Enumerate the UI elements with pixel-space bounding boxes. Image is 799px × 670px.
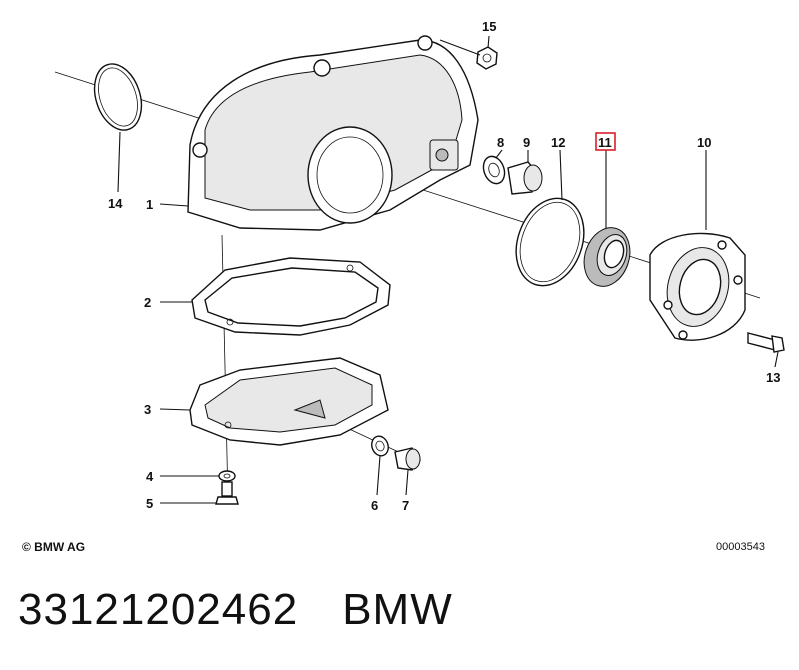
leader-15a	[439, 39, 481, 56]
o-ring-14[interactable]	[87, 58, 150, 136]
brand-name: BMW	[342, 585, 453, 634]
gasket-2[interactable]	[191, 257, 391, 336]
callout-6[interactable]: 6	[371, 498, 378, 513]
copyright-notice: © BMW AG	[22, 540, 86, 554]
document-number: 00003543	[716, 541, 765, 553]
callout-11[interactable]: 11	[598, 135, 612, 150]
washer-8[interactable]	[480, 153, 508, 186]
screw-plug-9[interactable]	[507, 161, 543, 195]
leader-1	[159, 203, 189, 207]
callout-15[interactable]: 15	[482, 19, 496, 34]
nut-15[interactable]	[476, 46, 498, 70]
callout-12[interactable]: 12	[551, 135, 565, 150]
bolt-5[interactable]	[215, 481, 239, 505]
leader-12	[559, 149, 563, 201]
callout-4[interactable]: 4	[146, 469, 154, 484]
washer-4[interactable]	[218, 470, 236, 482]
callout-13[interactable]: 13	[766, 370, 780, 385]
callout-9[interactable]: 9	[523, 135, 530, 150]
callout-2[interactable]: 2	[144, 295, 151, 310]
part-number: 33121202462	[18, 585, 299, 634]
callout-10[interactable]: 10	[697, 135, 711, 150]
oil-pan-3[interactable]	[189, 357, 389, 446]
leader-13	[774, 351, 779, 368]
leader-15b	[487, 35, 490, 49]
footer: 33121202462 BMW	[18, 585, 453, 635]
output-flange-10[interactable]	[649, 232, 746, 341]
shaft-seal-11[interactable]	[577, 222, 637, 293]
callout-1[interactable]: 1	[146, 197, 153, 212]
o-ring-12[interactable]	[505, 189, 596, 295]
leader-3	[159, 408, 191, 411]
callout-8[interactable]: 8	[497, 135, 504, 150]
leader-14	[117, 131, 121, 193]
callout-5[interactable]: 5	[146, 496, 153, 511]
drain-plug-7[interactable]	[394, 447, 421, 471]
callout-14[interactable]: 14	[108, 196, 123, 211]
bolt-13[interactable]	[747, 332, 785, 353]
exploded-parts-diagram: 1 2 3 4 5 6 7 8 9 10 11 12 13 14 15	[54, 19, 785, 513]
leader-8	[495, 149, 503, 159]
leader-7	[405, 469, 409, 496]
highlight-box-11	[595, 132, 616, 151]
washer-6[interactable]	[369, 434, 391, 458]
leader-6	[376, 455, 381, 496]
gearbox-housing-1[interactable]	[187, 35, 479, 231]
callout-3[interactable]: 3	[144, 402, 151, 417]
callout-7[interactable]: 7	[402, 498, 409, 513]
